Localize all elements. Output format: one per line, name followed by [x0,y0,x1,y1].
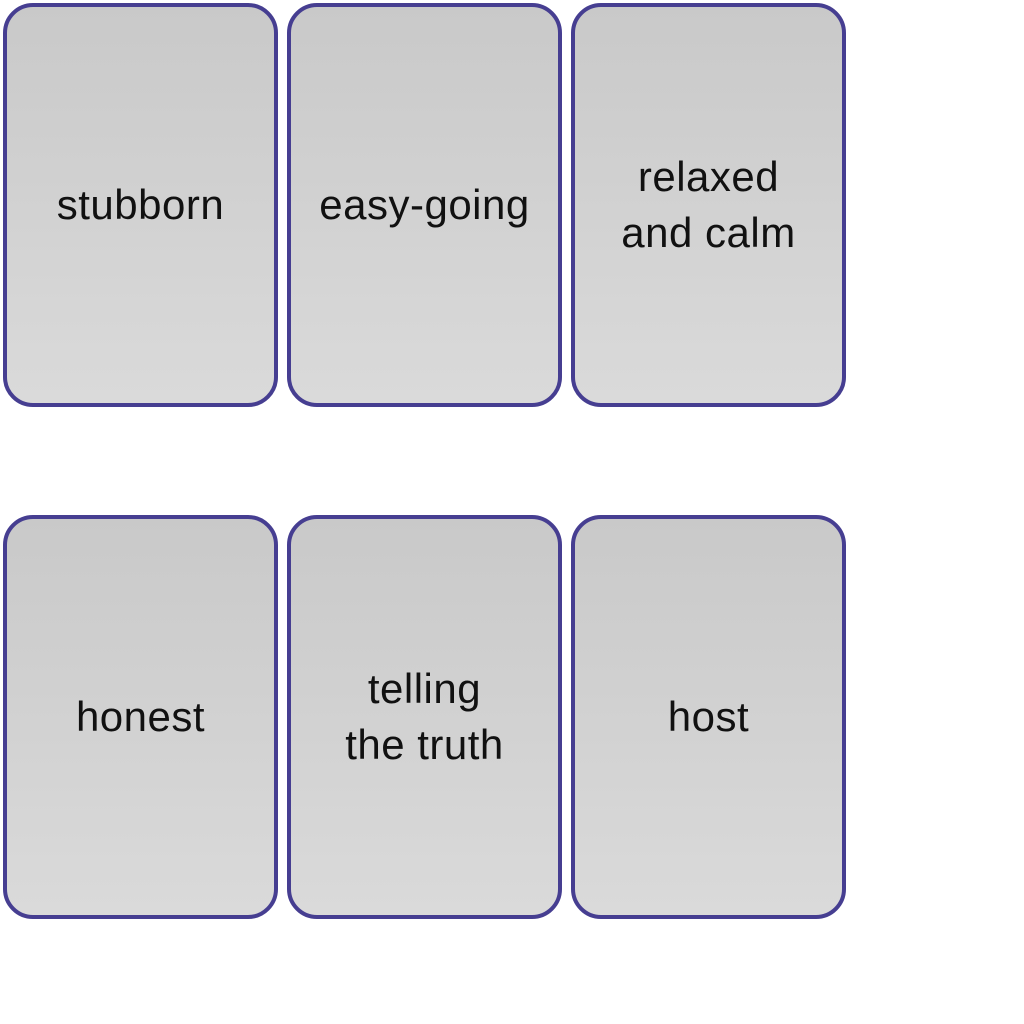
card-host[interactable]: host [571,515,846,919]
card-relaxed-and-calm[interactable]: relaxed and calm [571,3,846,407]
card-label: telling the truth [345,665,504,768]
card-label: relaxed and calm [621,153,796,256]
card-honest[interactable]: honest [3,515,278,919]
card-telling-the-truth[interactable]: telling the truth [287,515,562,919]
card-easy-going[interactable]: easy-going [287,3,562,407]
card-label: stubborn [56,181,225,228]
card-label: easy-going [319,181,530,228]
card-label: host [667,693,750,740]
card-label: honest [75,693,206,740]
card-stubborn[interactable]: stubborn [3,3,278,407]
